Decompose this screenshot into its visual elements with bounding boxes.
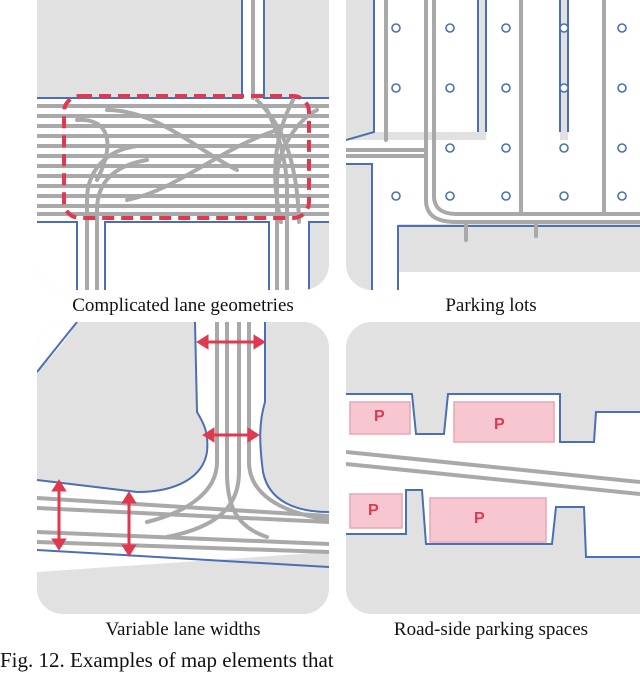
panel-parking-lots <box>346 0 640 290</box>
highlight-box <box>62 94 311 220</box>
map-parking-lots <box>346 0 640 290</box>
panel-complicated-lane-geometries <box>37 0 329 290</box>
parking-label-2: P <box>494 416 505 433</box>
parking-label-4: P <box>474 510 485 527</box>
parking-spaces <box>349 401 555 543</box>
caption-parking-lots: Parking lots <box>445 295 537 316</box>
caption-complicated-lane-geometries: Complicated lane geometries <box>72 295 294 316</box>
parking-label-1: P <box>374 408 385 425</box>
width-markers <box>51 334 266 557</box>
map-variable-lane-widths <box>37 322 329 614</box>
caption-variable-lane-widths: Variable lane widths <box>105 619 261 640</box>
panel-variable-lane-widths <box>37 322 329 614</box>
map-lane-geometries <box>37 0 329 290</box>
figure-caption: Fig. 12. Examples of map elements that <box>0 648 334 672</box>
map-road-side-parking <box>346 322 640 614</box>
panel-road-side-parking: P P P P <box>346 322 640 614</box>
parking-label-3: P <box>368 502 379 519</box>
caption-road-side-parking: Road-side parking spaces <box>393 619 589 640</box>
